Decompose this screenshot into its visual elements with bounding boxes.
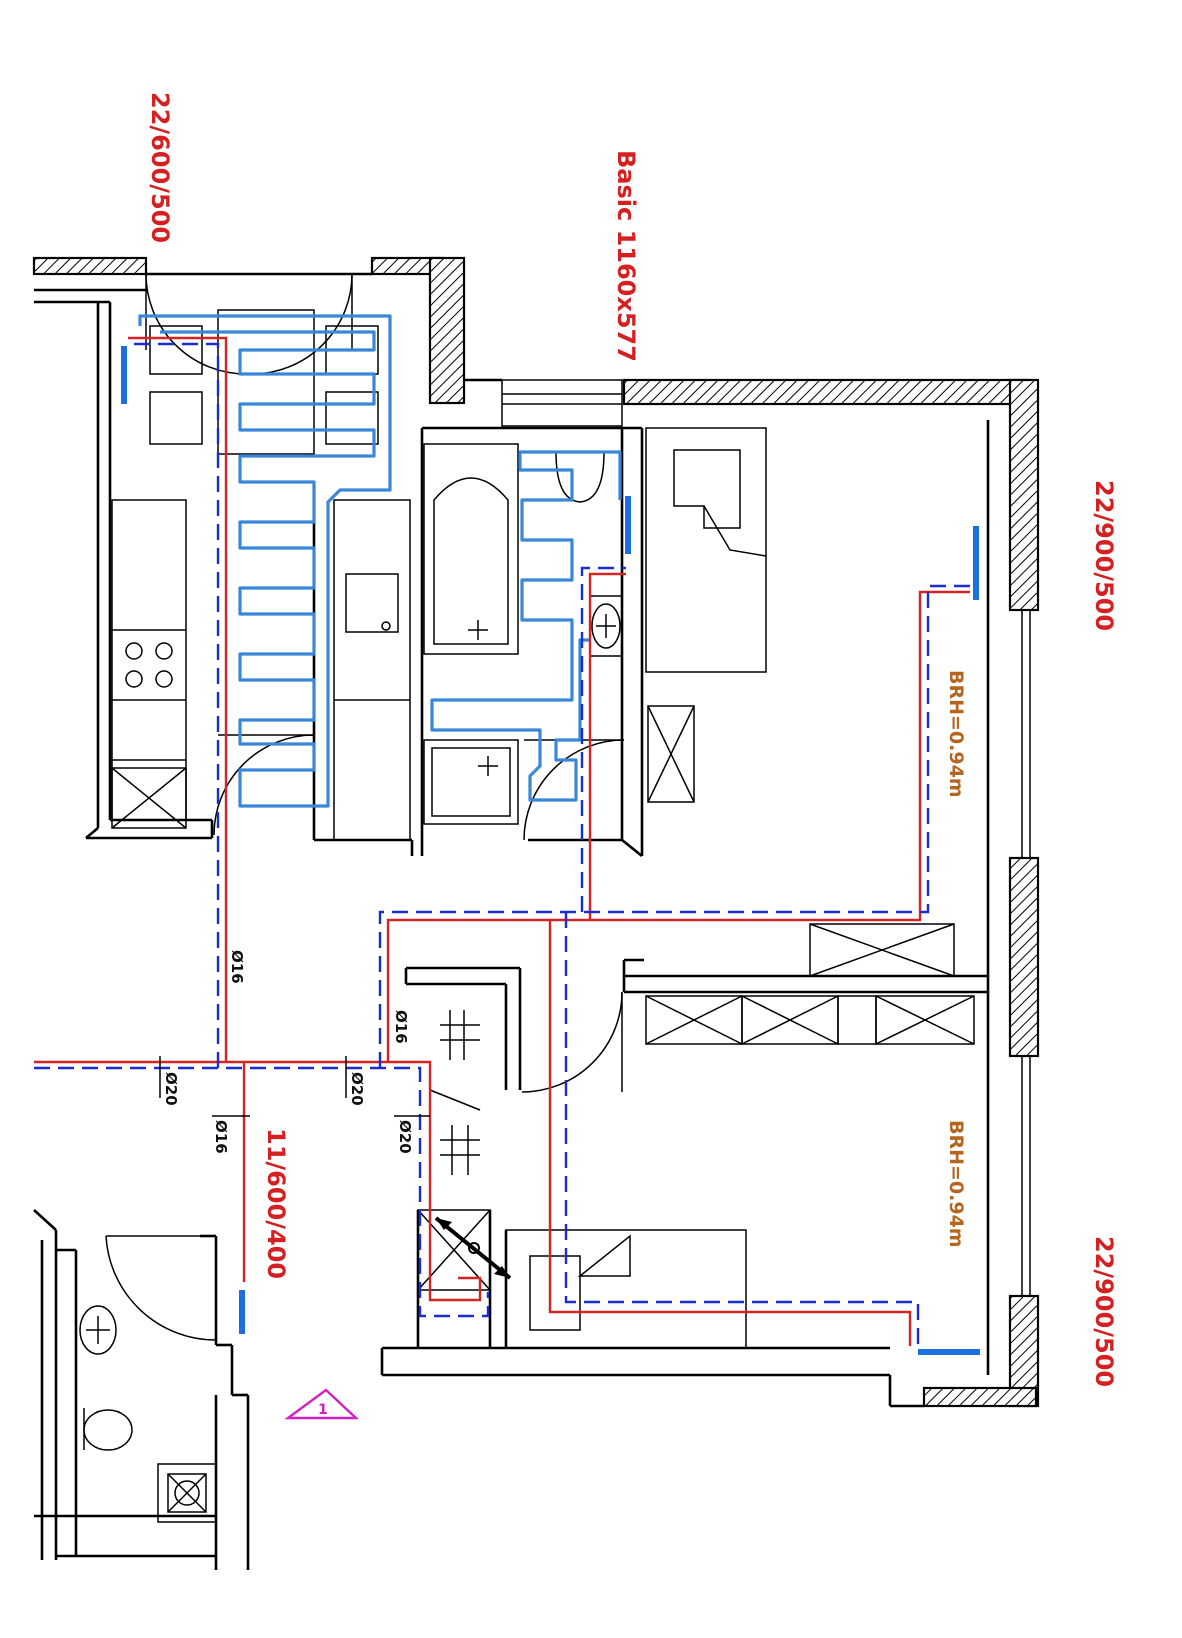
label-radiator-center: 11/600/400 — [262, 1128, 290, 1279]
pipe-size-labels: Ø16 Ø16 Ø16 Ø20 Ø20 Ø20 — [162, 950, 414, 1154]
pipe-label-16-b: Ø16 — [392, 1010, 410, 1044]
floor-heating-bathroom — [430, 450, 622, 802]
label-brh-upper: BRH=0.94m — [945, 670, 967, 798]
manifold-valve — [434, 1216, 512, 1280]
section-marker: 1 — [284, 1388, 360, 1420]
label-brh-lower: BRH=0.94m — [945, 1120, 967, 1248]
return-pipes — [34, 342, 970, 1346]
pipe-label-20-c: Ø20 — [396, 1120, 414, 1154]
label-radiator-right-lower: 22/900/500 — [1090, 1236, 1118, 1387]
floor-heating-kitchen — [138, 314, 392, 808]
label-basic-window: Basic 1160x577 — [612, 150, 640, 362]
label-radiator-right-upper: 22/900/500 — [1090, 480, 1118, 631]
pipe-label-16-c: Ø16 — [212, 1120, 230, 1154]
exterior-walls — [32, 256, 1040, 1408]
pipe-label-20-a: Ø20 — [162, 1072, 180, 1106]
radiators — [121, 346, 980, 1355]
dimension-labels: 22/600/500 Basic 1160x577 22/900/500 22/… — [146, 92, 1118, 1387]
pipe-label-16-a: Ø16 — [228, 950, 246, 984]
supply-pipes — [34, 336, 970, 1346]
label-radiator-top-left: 22/600/500 — [146, 92, 174, 243]
pipe-label-20-b: Ø20 — [348, 1072, 366, 1106]
furniture — [79, 273, 975, 1523]
pipe-size-ticks — [159, 1056, 430, 1117]
floor-heating-loops — [138, 314, 622, 808]
section-marker-number: 1 — [318, 1402, 328, 1418]
section-marker-triangle — [284, 1388, 360, 1420]
